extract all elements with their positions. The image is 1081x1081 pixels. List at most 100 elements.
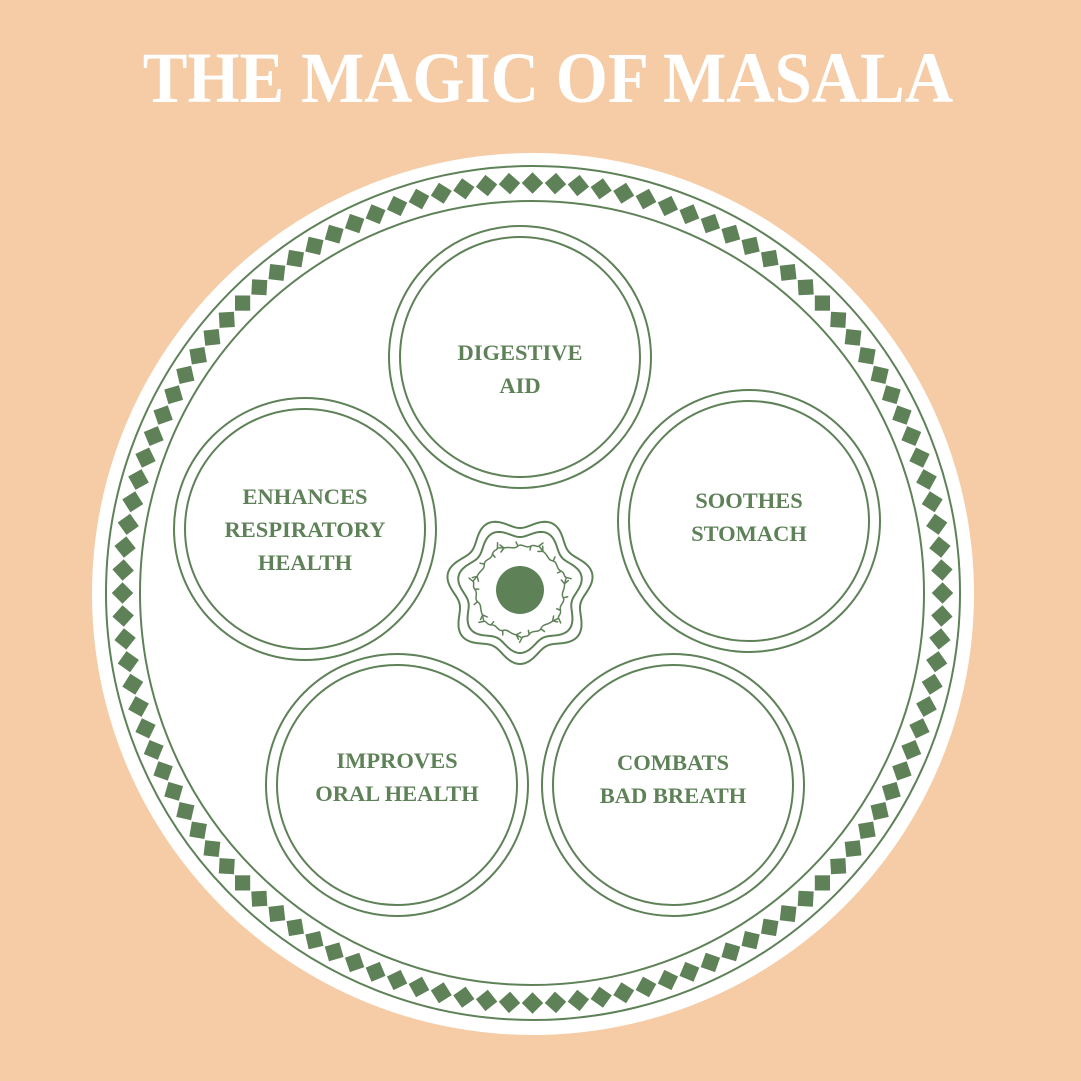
border-diamond <box>251 890 268 907</box>
border-diamond <box>305 236 324 255</box>
border-diamond <box>453 178 475 200</box>
border-diamond <box>901 739 922 760</box>
border-diamond <box>635 976 657 998</box>
bowl-outer-ring <box>388 225 652 489</box>
medallion-center-dot <box>496 566 544 614</box>
benefit-label-line: HEALTH <box>257 550 353 575</box>
benefit-label-line: STOMACH <box>691 521 807 546</box>
border-diamond <box>324 942 344 962</box>
bowl-inner-ring <box>399 236 641 478</box>
border-diamond <box>268 264 286 281</box>
medallion-flourish-icon <box>468 541 572 644</box>
border-diamond <box>365 204 386 225</box>
border-diamond <box>881 781 901 801</box>
border-diamond <box>305 931 324 950</box>
border-diamond <box>741 931 760 950</box>
border-diamond <box>797 890 814 907</box>
border-diamond <box>386 195 408 217</box>
bowl-outer-ring <box>617 389 881 653</box>
benefit-bowl-enhances-respiratory-health <box>173 397 437 661</box>
border-diamond <box>679 961 700 982</box>
border-diamond <box>268 905 286 922</box>
border-diamond <box>870 802 889 821</box>
border-diamond <box>721 942 741 962</box>
border-diamond <box>892 761 912 781</box>
bowl-inner-ring <box>184 408 426 650</box>
border-diamond <box>251 279 268 296</box>
border-diamond <box>926 513 948 535</box>
border-diamond <box>760 249 779 268</box>
bowl-inner-ring <box>628 400 870 642</box>
border-diamond <box>189 346 207 365</box>
border-diamond <box>128 696 149 717</box>
border-diamond <box>797 279 814 296</box>
border-diamond <box>234 875 251 891</box>
border-diamond <box>218 311 235 328</box>
benefit-label-line: BAD BREATH <box>599 783 747 808</box>
plate-inner-ring <box>139 200 925 986</box>
border-diamond <box>286 918 305 937</box>
benefit-label-line: RESPIRATORY <box>224 517 386 542</box>
border-diamond <box>567 174 590 197</box>
border-diamond <box>921 673 943 695</box>
border-diamond <box>112 559 134 581</box>
border-diamond <box>881 385 901 405</box>
bowl-inner-ring <box>276 664 518 906</box>
border-diamond <box>218 858 235 875</box>
border-diamond <box>164 385 184 405</box>
border-diamond <box>700 952 721 973</box>
border-diamond <box>122 491 144 513</box>
border-diamond <box>741 236 760 255</box>
border-diamond <box>143 739 164 760</box>
border-diamond <box>567 989 590 1012</box>
benefit-label-line: COMBATS <box>616 750 730 775</box>
border-diamond <box>408 976 430 998</box>
border-diamond <box>909 447 930 468</box>
border-diamond <box>679 204 700 225</box>
flourish-vine <box>471 541 504 582</box>
border-diamond <box>700 213 721 234</box>
border-diamond <box>657 969 679 991</box>
bowl-outer-ring <box>541 653 805 917</box>
benefit-label-line: ORAL HEALTH <box>315 781 479 806</box>
border-diamond <box>112 605 134 627</box>
border-diamond <box>135 447 156 468</box>
border-diamond <box>657 195 679 217</box>
border-diamond <box>143 426 164 447</box>
benefit-bowl-improves-oral-health <box>265 653 529 917</box>
flourish-vine <box>499 541 544 553</box>
border-diamond <box>844 840 862 858</box>
border-diamond <box>544 172 567 195</box>
medallion-outer-scallop <box>446 520 594 666</box>
border-diamond <box>858 346 876 365</box>
border-diamond <box>117 651 139 673</box>
border-diamond <box>830 311 847 328</box>
border-diamond <box>909 718 930 739</box>
benefit-bowl-soothes-stomach <box>617 389 881 653</box>
border-diamond <box>153 761 173 781</box>
border-diamond <box>916 696 937 717</box>
border-diamond <box>365 961 386 982</box>
border-diamond <box>931 559 953 581</box>
border-diamond <box>590 178 612 200</box>
border-diamond <box>344 213 365 234</box>
center-medallion-icon <box>446 520 594 666</box>
border-diamond <box>286 249 305 268</box>
border-diamond <box>498 991 521 1014</box>
bowl-outer-ring <box>265 653 529 917</box>
border-diamond <box>122 673 144 695</box>
benefit-label-combats-bad-breath: COMBATS BAD BREATH <box>553 746 793 812</box>
border-diamond <box>830 858 847 875</box>
benefit-bowl-digestive-aid <box>388 225 652 489</box>
border-diamond <box>929 628 951 650</box>
border-diamond <box>153 405 173 425</box>
bowl-outer-ring <box>173 397 437 661</box>
border-diamond <box>844 328 862 346</box>
border-diamond <box>189 821 207 840</box>
border-diamond <box>176 802 195 821</box>
border-diamond <box>475 989 498 1012</box>
